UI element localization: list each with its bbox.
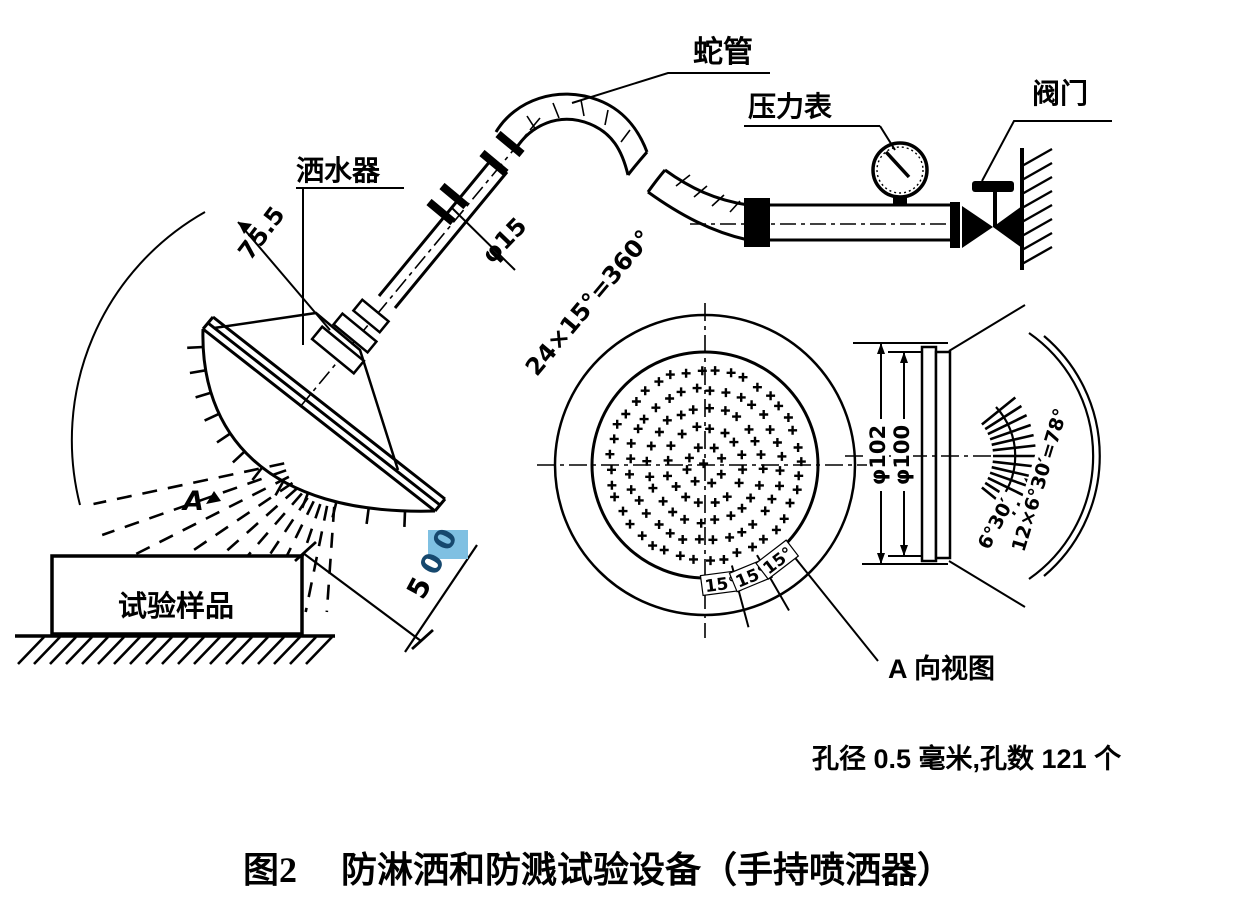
gauge-needle [884, 150, 911, 179]
envelope-arc-outer-2 [1043, 335, 1101, 577]
radius-dim-line [237, 221, 331, 331]
spray-fan [93, 462, 336, 613]
gauge-dial [871, 141, 929, 199]
envelope-arc [70, 211, 206, 506]
side-view [845, 304, 1101, 608]
pipe-flange [950, 202, 960, 248]
wall-and-valve [950, 147, 1053, 270]
gauge-leader [744, 125, 896, 151]
neck-nut-2 [331, 311, 379, 355]
hose-shading [526, 99, 631, 143]
neck-nut-3 [310, 324, 366, 376]
tube-dia-leader [451, 207, 516, 271]
wall-hatch [1021, 147, 1053, 266]
test-sample-label: 试验样品 [118, 589, 234, 623]
pressure-gauge-label: 压力表 [748, 91, 832, 122]
pressure-gauge [871, 141, 929, 205]
sector-edge-lines [948, 304, 1026, 608]
distance-dim-line [302, 552, 422, 642]
holes-pattern-text: 24×15°=360° [520, 224, 658, 381]
distance-dimension [294, 530, 478, 653]
straight-tube [377, 159, 509, 309]
pipe-walls [770, 203, 952, 242]
distance-dim-text: 500 [400, 516, 468, 604]
sprinkler-leader [296, 187, 404, 345]
valve-body-left [962, 206, 993, 248]
elbow-shading [675, 174, 741, 213]
a-view [537, 303, 880, 662]
view-a-leader [783, 543, 879, 662]
distance-dim-ticks [294, 540, 434, 651]
radius-dim-text: 75.5 [233, 201, 291, 265]
test-sample [15, 554, 335, 665]
head-dome [201, 328, 436, 513]
text-selection-highlight [428, 530, 468, 559]
valve-leader [981, 120, 1112, 182]
valve-body-right [993, 206, 1022, 248]
pipe-coupling [744, 198, 770, 247]
side-dia-outer: φ102 [866, 419, 890, 491]
gauge-scale [876, 146, 924, 194]
neck-nut-1 [351, 298, 391, 334]
spray-holes [605, 366, 806, 566]
figure-number: 图2 [243, 850, 297, 890]
hose-label: 蛇管 [693, 35, 753, 69]
svg-text:φ102: φ102 [866, 425, 890, 485]
hose-leader [571, 72, 770, 104]
tube-coupling-top [479, 130, 525, 177]
distance-extension-line [404, 544, 478, 653]
envelope-arc-outer-1 [1028, 332, 1095, 580]
side-dia-inner: φ100 [890, 419, 914, 491]
valve-label: 阀门 [1032, 78, 1088, 109]
leader-lines [296, 72, 1112, 345]
head-body [213, 311, 400, 471]
sprinkler-label: 洒水器 [296, 155, 381, 186]
hose-arch [494, 92, 649, 176]
face-plate [201, 315, 447, 513]
pipe-elbow [646, 168, 749, 242]
radius-dim-arrow [238, 222, 252, 234]
valve-handle [972, 181, 1014, 192]
tube-coupling-mid [426, 182, 469, 226]
figure-caption: 防淋洒和防溅试验设备（手持喷洒器） [341, 850, 953, 890]
svg-text:12×6°30′=78°: 12×6°30′=78° [1008, 406, 1072, 554]
jet-total-label: 12×6°30′=78° [1006, 404, 1072, 555]
supply-pipe [646, 168, 952, 247]
tube-dia-text: φ15 [476, 212, 532, 269]
gauge-stem [893, 196, 907, 205]
sample-box [50, 554, 304, 636]
holes-note: 孔径 0.5 毫米,孔数 121 个 [812, 743, 1122, 774]
plate-front [934, 350, 952, 560]
view-direction-arrowhead [206, 491, 221, 504]
view-direction-letter: A [181, 486, 204, 517]
ground-hatch [17, 636, 333, 665]
svg-text:φ100: φ100 [890, 425, 914, 485]
view-a-title: A 向视图 [888, 653, 995, 684]
extension-lines [853, 342, 948, 565]
plate-back [920, 345, 938, 563]
